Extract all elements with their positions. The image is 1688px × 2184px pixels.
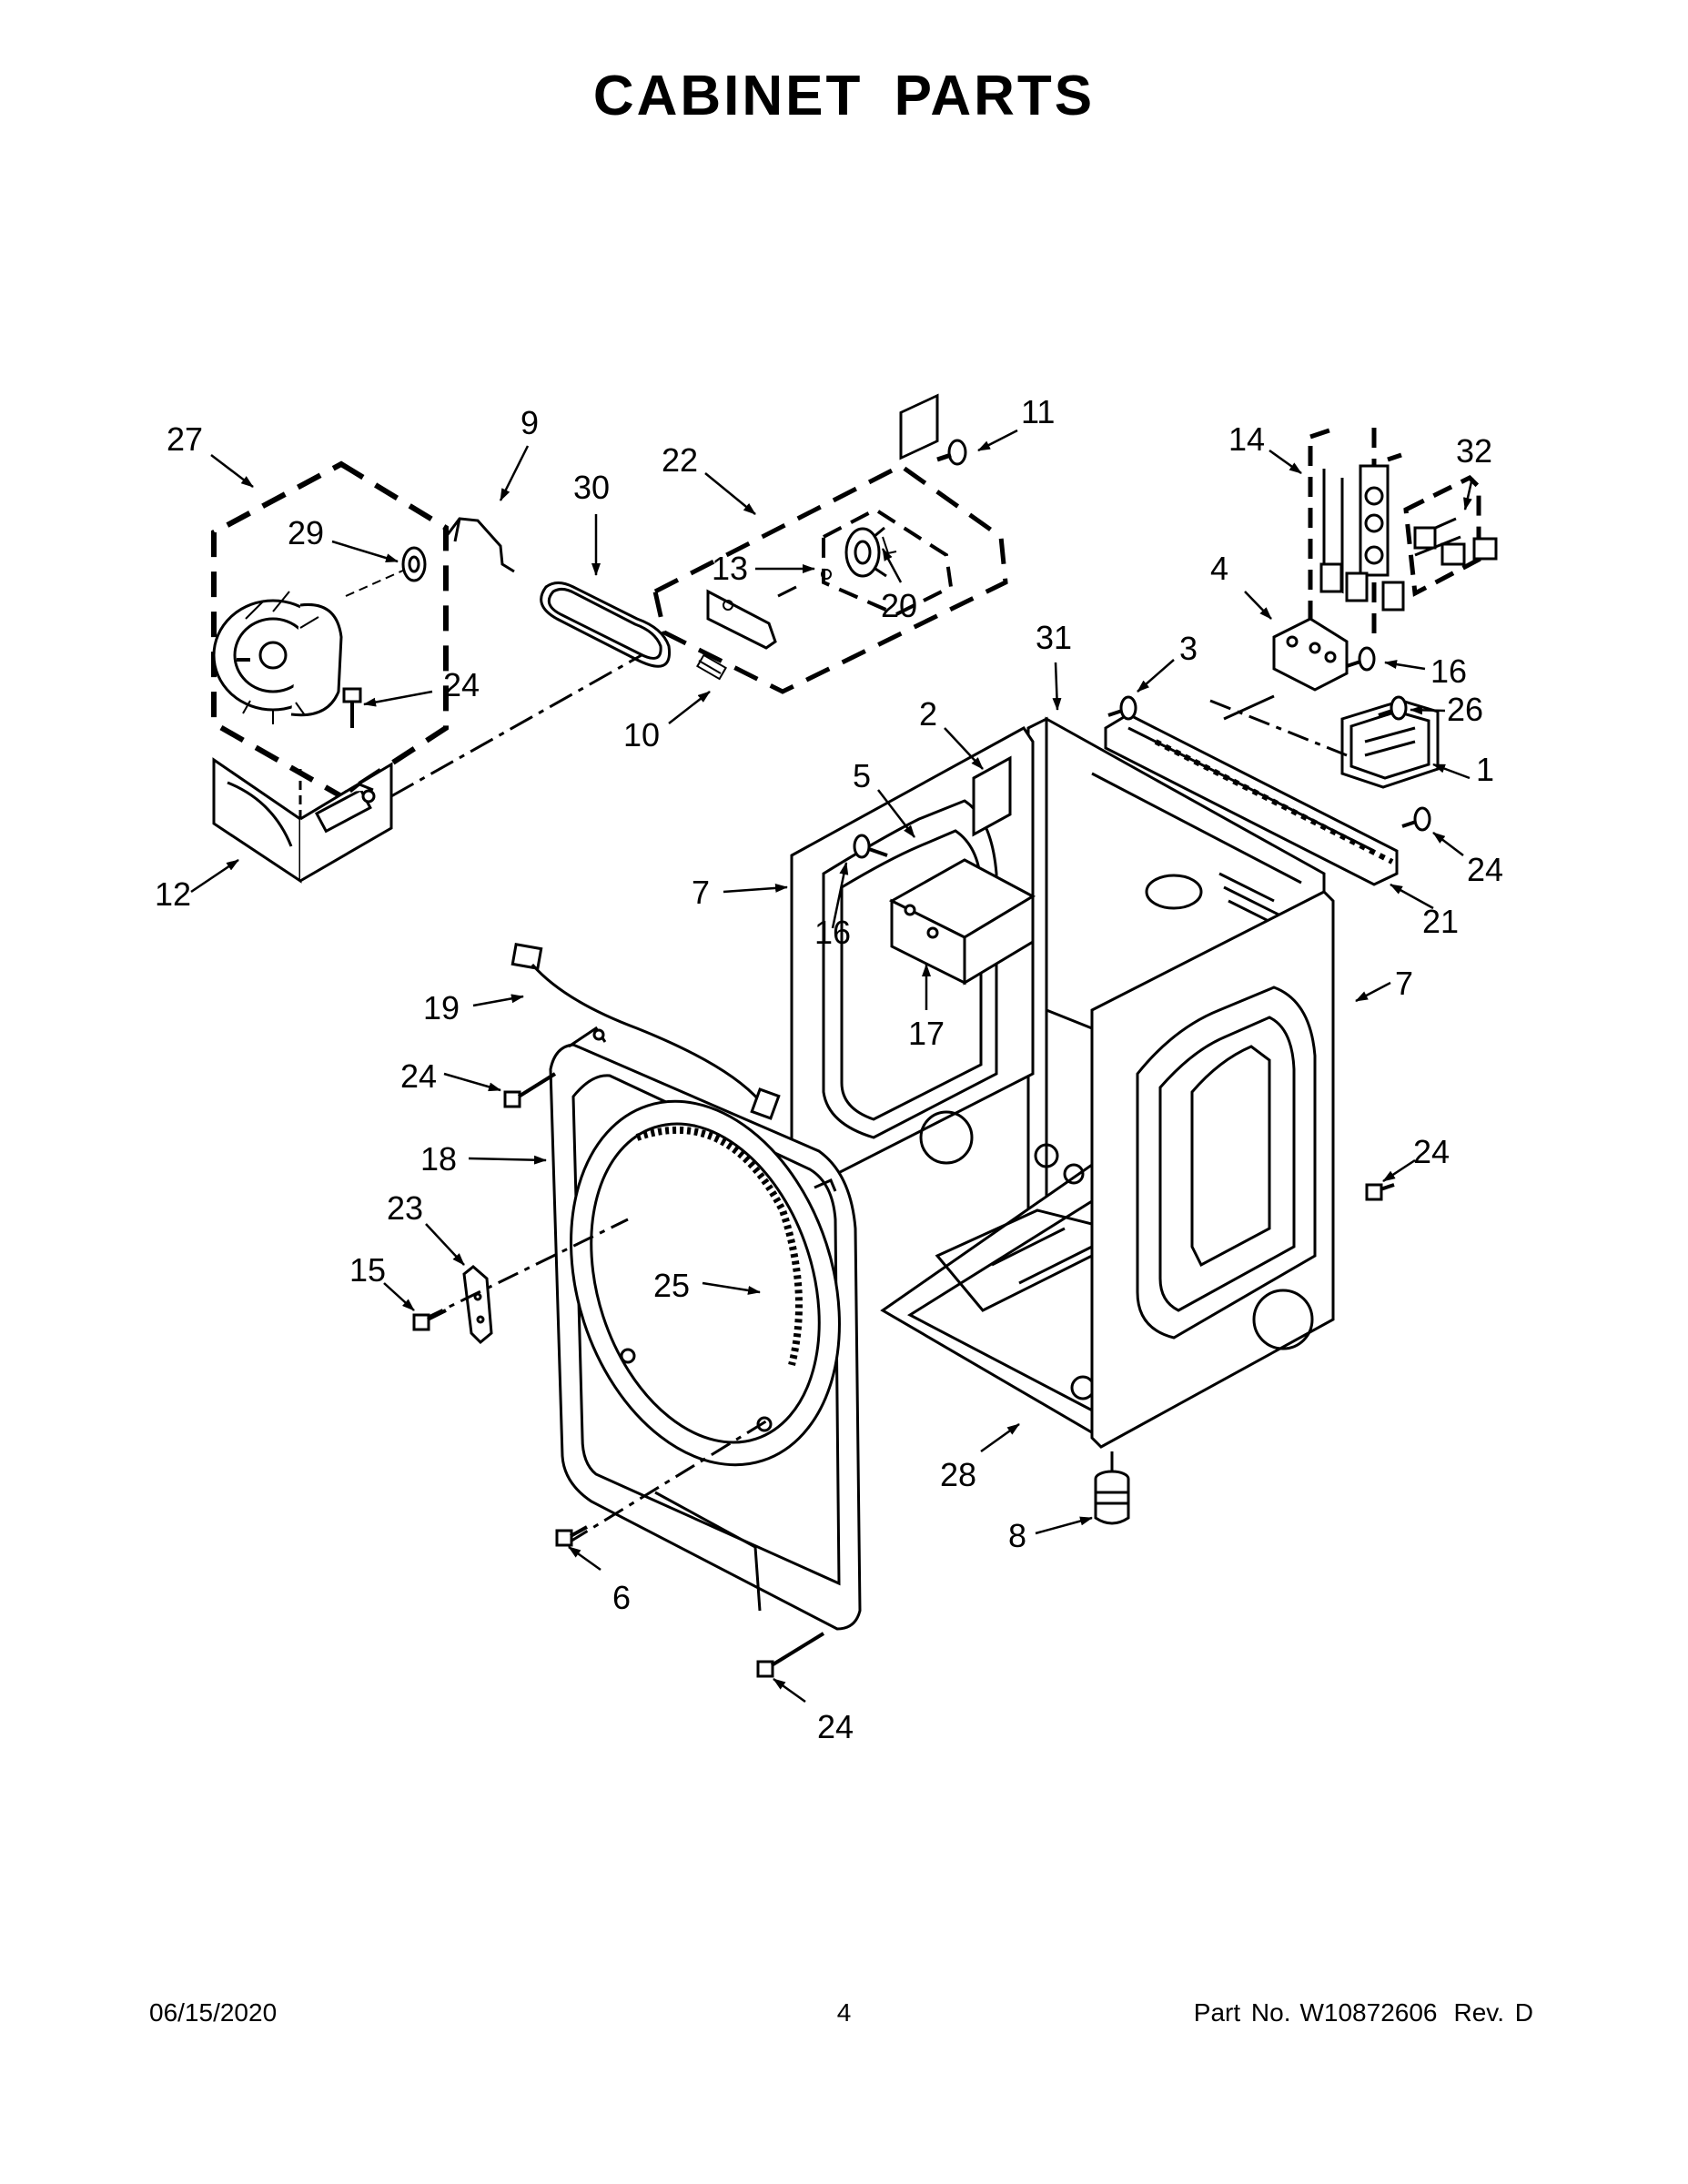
- callout-8: 8: [1008, 1517, 1026, 1554]
- callout-29: 29: [288, 514, 324, 551]
- callout-16-hinge: 16: [814, 914, 851, 951]
- callout-28: 28: [940, 1456, 976, 1493]
- door-hinge-bracket: [888, 393, 1036, 986]
- callout-18: 18: [420, 1140, 457, 1178]
- drive-belt: [540, 581, 672, 668]
- assembly-line: [390, 653, 642, 798]
- callout-2: 2: [919, 695, 937, 733]
- screw: [853, 834, 888, 859]
- screw: [936, 439, 967, 466]
- leveling-foot: [1094, 1451, 1130, 1525]
- door-gasket-seal: [635, 1127, 803, 1366]
- callout-22: 22: [662, 441, 698, 479]
- callout-24-front-lower: 24: [817, 1708, 854, 1745]
- assembly-line: [422, 1218, 629, 1321]
- screw: [1365, 1183, 1395, 1201]
- side-panel-right: [1090, 890, 1335, 1449]
- top-rail: [1104, 713, 1399, 886]
- screw: [1401, 806, 1431, 832]
- callout-4: 4: [1210, 550, 1228, 587]
- callout-31: 31: [1036, 619, 1072, 656]
- screw: [1107, 695, 1137, 721]
- callout-13: 13: [712, 550, 748, 587]
- callout-leaders: [190, 429, 1474, 1704]
- pulley: [345, 546, 427, 597]
- wire-harness-group: [1308, 425, 1498, 642]
- callout-30: 30: [573, 469, 610, 506]
- footer-page-number: 4: [836, 1998, 852, 2027]
- callout-7-right: 7: [1395, 965, 1413, 1002]
- callout-3: 3: [1179, 630, 1198, 667]
- footer-part-number: Part No. W10872606 Rev. D: [1194, 1998, 1533, 2027]
- callout-24-right: 24: [1413, 1133, 1450, 1170]
- callout-24-motor: 24: [443, 666, 480, 703]
- callout-14: 14: [1228, 420, 1265, 458]
- screw: [342, 687, 362, 728]
- callout-labels: 27 9 30 22 11 14 32 29 13 20 4 31 3 16 2…: [155, 393, 1503, 1745]
- callout-32: 32: [1456, 432, 1492, 470]
- motor-bracket-clip: [444, 517, 515, 573]
- callout-16-top: 16: [1430, 652, 1467, 690]
- callout-27: 27: [167, 420, 203, 458]
- screw: [1346, 646, 1376, 672]
- drive-motor-group: [211, 460, 449, 800]
- part-no-value: W10872606: [1299, 1998, 1438, 2027]
- tension-spring: [696, 653, 727, 681]
- door-strike: [462, 1265, 493, 1345]
- assembly-line: [568, 1418, 770, 1544]
- callout-24-front-upper: 24: [400, 1057, 437, 1095]
- idler-arm: [706, 589, 777, 650]
- callout-6: 6: [612, 1579, 631, 1616]
- callout-25: 25: [653, 1267, 690, 1304]
- screw: [1378, 695, 1408, 721]
- screw: [756, 1632, 825, 1678]
- callout-10: 10: [623, 716, 660, 753]
- part-no-label: Part No.: [1193, 1998, 1291, 2027]
- callout-21: 21: [1422, 903, 1459, 940]
- callout-9: 9: [521, 404, 539, 441]
- door-lock-wire: [510, 942, 781, 1120]
- door-switch: [1272, 617, 1349, 692]
- belt-tensioner-group: [652, 463, 1008, 694]
- drive-motor: [212, 591, 343, 724]
- callout-7-left: 7: [692, 874, 710, 911]
- screw: [412, 1309, 447, 1331]
- callout-26: 26: [1447, 691, 1483, 728]
- page-title: CABINET PARTS: [592, 65, 1096, 127]
- assembly-line: [1223, 694, 1275, 721]
- callout-15: 15: [349, 1251, 386, 1289]
- revision: Rev. D: [1453, 1998, 1534, 2027]
- idler-pulley: [844, 526, 887, 578]
- callout-19: 19: [423, 989, 460, 1026]
- cabinet: [790, 716, 1335, 1449]
- callout-11: 11: [1021, 393, 1055, 430]
- footer-date: 06/15/2020: [149, 1998, 278, 2027]
- screw: [503, 1072, 557, 1108]
- screw: [555, 1525, 588, 1547]
- front-panel: [549, 1026, 862, 1631]
- callout-5: 5: [853, 757, 871, 794]
- callout-23: 23: [387, 1189, 423, 1227]
- callout-24-topright: 24: [1467, 851, 1503, 888]
- callout-12: 12: [155, 875, 191, 913]
- callout-17: 17: [908, 1015, 945, 1052]
- warning-label: [972, 755, 1012, 837]
- callout-20: 20: [881, 587, 917, 624]
- callout-1: 1: [1476, 751, 1494, 788]
- assembly-line: [1209, 699, 1348, 757]
- dispenser-module: [1340, 699, 1440, 789]
